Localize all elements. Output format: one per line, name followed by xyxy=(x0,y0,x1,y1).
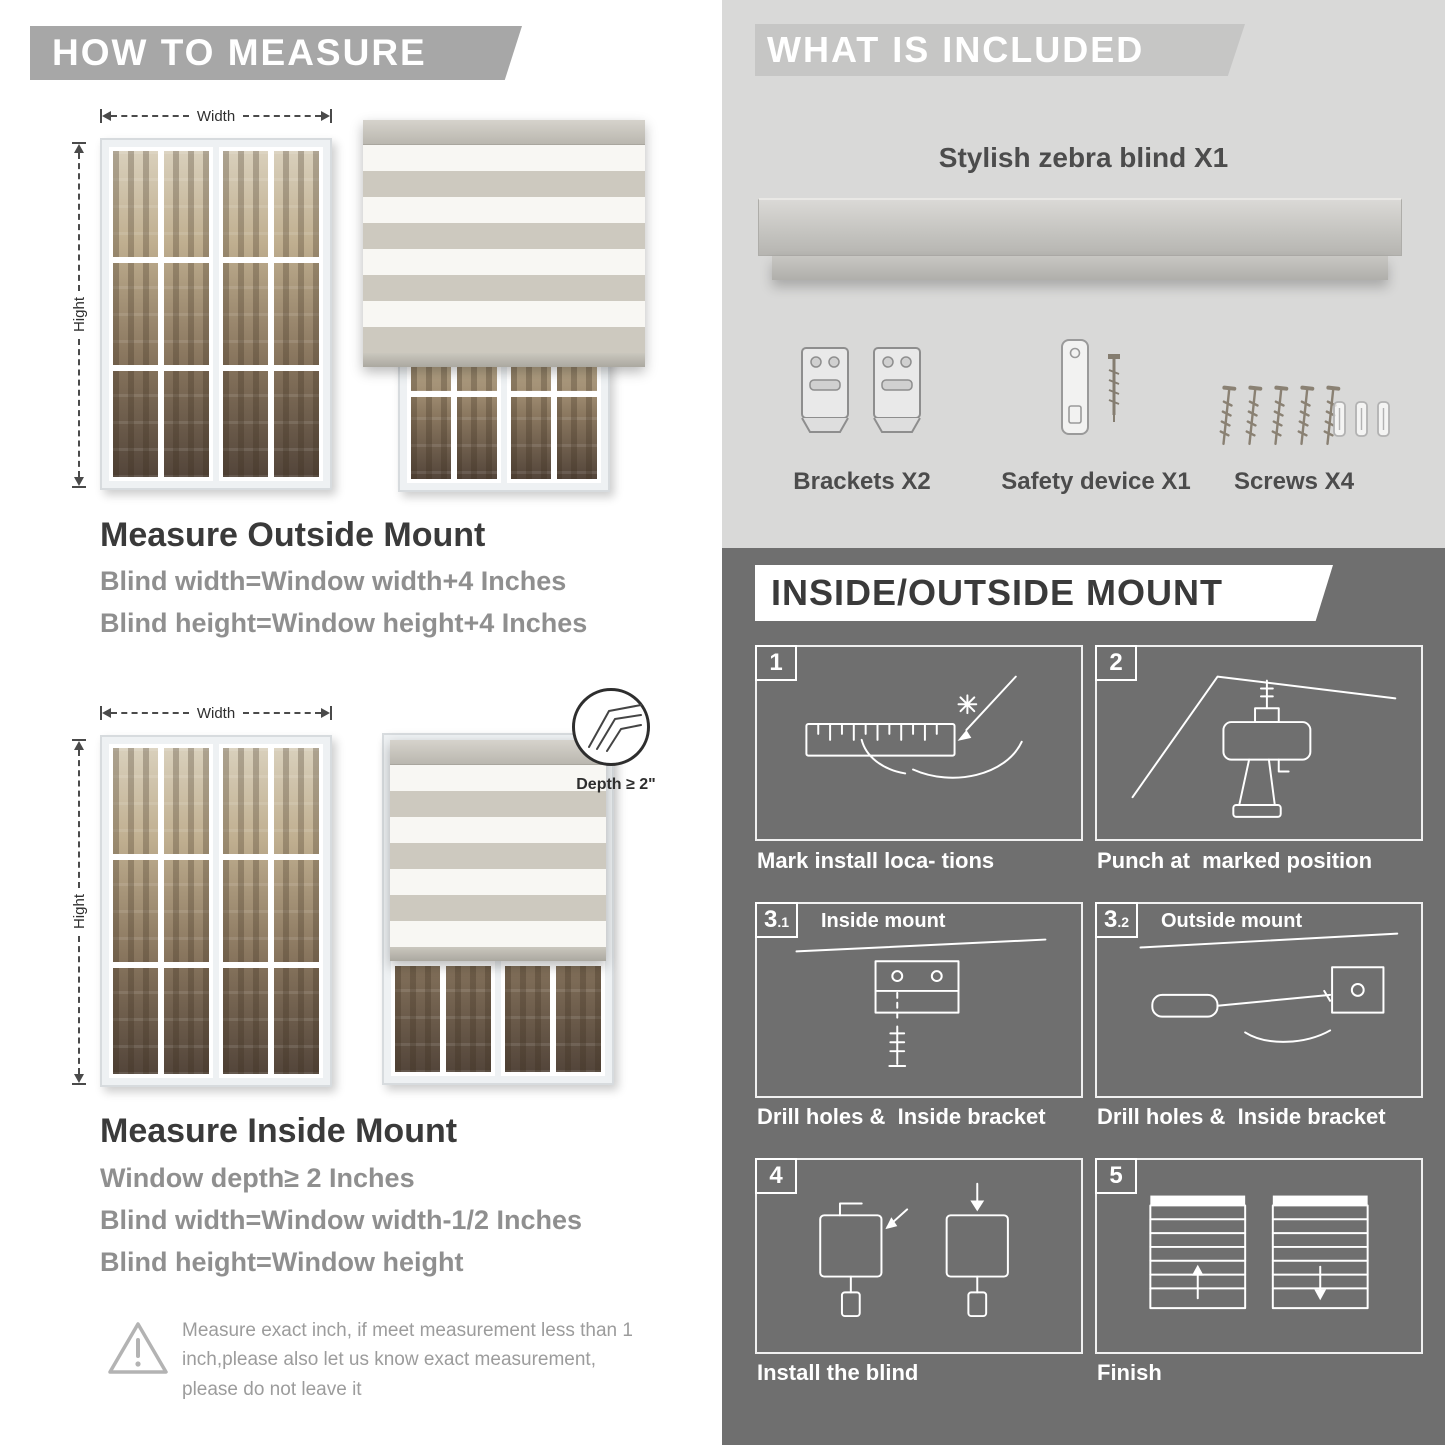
height-arrow: Hight xyxy=(70,142,88,488)
step-panel-3-2: 3.2 Outside mount xyxy=(1095,902,1423,1098)
what-is-included-header: WHAT IS INCLUDED xyxy=(755,24,1245,76)
how-to-measure-title: HOW TO MEASURE xyxy=(52,32,427,73)
inside-width-formula: Blind width=Window width-1/2 Inches xyxy=(100,1205,583,1235)
wall-anchors-icon xyxy=(1333,401,1390,437)
blind-stripes xyxy=(390,765,606,947)
blind-cassette xyxy=(390,740,606,765)
step-panel-2: 2 xyxy=(1095,645,1423,841)
blind-cassette xyxy=(363,120,645,145)
measurement-warning-text: Measure exact inch, if meet measurement … xyxy=(182,1320,633,1400)
blind-headrail-valance xyxy=(772,256,1388,280)
step-caption-3-2: Drill holes & Inside bracket xyxy=(1097,1104,1386,1129)
install-blind-illustration xyxy=(819,1182,1009,1318)
bracket-icon xyxy=(801,347,849,433)
outside-width-formula: Blind width=Window width+4 Inches xyxy=(100,566,567,596)
inside-height-formula: Blind height=Window height xyxy=(100,1247,464,1277)
outside-height-formula: Blind height=Window height+4 Inches xyxy=(100,608,588,638)
screw-icon xyxy=(1108,354,1120,422)
window-sash xyxy=(219,744,323,1078)
window-sash xyxy=(219,147,323,481)
screws-icon xyxy=(1219,385,1341,446)
drill-illustration xyxy=(1131,675,1397,818)
step-number: 3.2 xyxy=(1095,902,1139,938)
step-mount-type-label: Inside mount xyxy=(821,910,946,932)
outside-bracket-illustration xyxy=(1139,932,1399,1043)
outside-mount-title: Measure Outside Mount xyxy=(100,516,486,554)
bracket-icon xyxy=(873,347,921,433)
mount-section-title: INSIDE/OUTSIDE MOUNT xyxy=(771,572,1224,613)
width-label: Width xyxy=(196,704,236,722)
blind-included-label: Stylish zebra blind X1 xyxy=(938,142,1229,173)
step-number: 1 xyxy=(755,645,797,681)
step-panel-1: 1 xyxy=(755,645,1083,841)
step-caption-4: Install the blind xyxy=(757,1360,919,1385)
blind-bottom-rail xyxy=(390,947,606,961)
height-arrow: Hight xyxy=(70,739,88,1085)
safety-device-icon xyxy=(1061,339,1089,435)
finish-illustration xyxy=(1149,1195,1369,1310)
step-panel-5: 5 xyxy=(1095,1158,1423,1354)
step-panel-4: 4 xyxy=(755,1158,1083,1354)
blind-headrail-illustration xyxy=(758,198,1402,256)
step-number: 5 xyxy=(1095,1158,1137,1194)
height-label: Hight xyxy=(70,297,88,333)
window-sash xyxy=(109,744,213,1078)
step-panel-3-1: 3.1 Inside mount xyxy=(755,902,1083,1098)
step-caption-3-1: Drill holes & Inside bracket xyxy=(757,1104,1046,1129)
mark-location-illustration xyxy=(805,675,1023,779)
step-caption-1: Mark install loca- tions xyxy=(757,848,995,873)
window-corner-icon xyxy=(588,704,642,752)
safety-device-label: Safety device X1 xyxy=(1001,468,1191,495)
brackets-label: Brackets X2 xyxy=(793,468,931,495)
inside-mount-title: Measure Inside Mount xyxy=(100,1112,458,1150)
height-label: Hight xyxy=(70,894,88,930)
mount-section-header: INSIDE/OUTSIDE MOUNT xyxy=(755,565,1333,621)
width-arrow: Width xyxy=(100,106,332,126)
depth-callout-label: Depth ≥ 2" xyxy=(576,776,656,793)
blind-bottom-rail xyxy=(363,353,645,367)
what-is-included-title: WHAT IS INCLUDED xyxy=(767,29,1145,70)
width-label: Width xyxy=(196,107,236,125)
width-arrow: Width xyxy=(100,703,332,723)
step-number: 4 xyxy=(755,1158,797,1194)
window-illustration-outside xyxy=(100,138,332,490)
how-to-measure-header: HOW TO MEASURE xyxy=(30,26,522,80)
step-caption-5: Finish xyxy=(1097,1360,1162,1385)
step-mount-type-label: Outside mount xyxy=(1161,910,1303,932)
zebra-blind-outside xyxy=(363,120,645,367)
step-number: 2 xyxy=(1095,645,1137,681)
blind-stripes xyxy=(363,145,645,353)
inside-bracket-illustration xyxy=(795,938,1047,1067)
step-number: 3.1 xyxy=(755,902,799,938)
window-illustration-inside xyxy=(100,735,332,1087)
zebra-blind-inside xyxy=(390,740,606,961)
inside-depth-formula: Window depth≥ 2 Inches xyxy=(100,1163,415,1193)
warning-triangle-icon xyxy=(108,1322,168,1374)
step-caption-2: Punch at marked position xyxy=(1097,848,1373,873)
window-sash xyxy=(109,147,213,481)
screws-label: Screws X4 xyxy=(1233,468,1355,495)
depth-detail-circle xyxy=(572,688,650,766)
